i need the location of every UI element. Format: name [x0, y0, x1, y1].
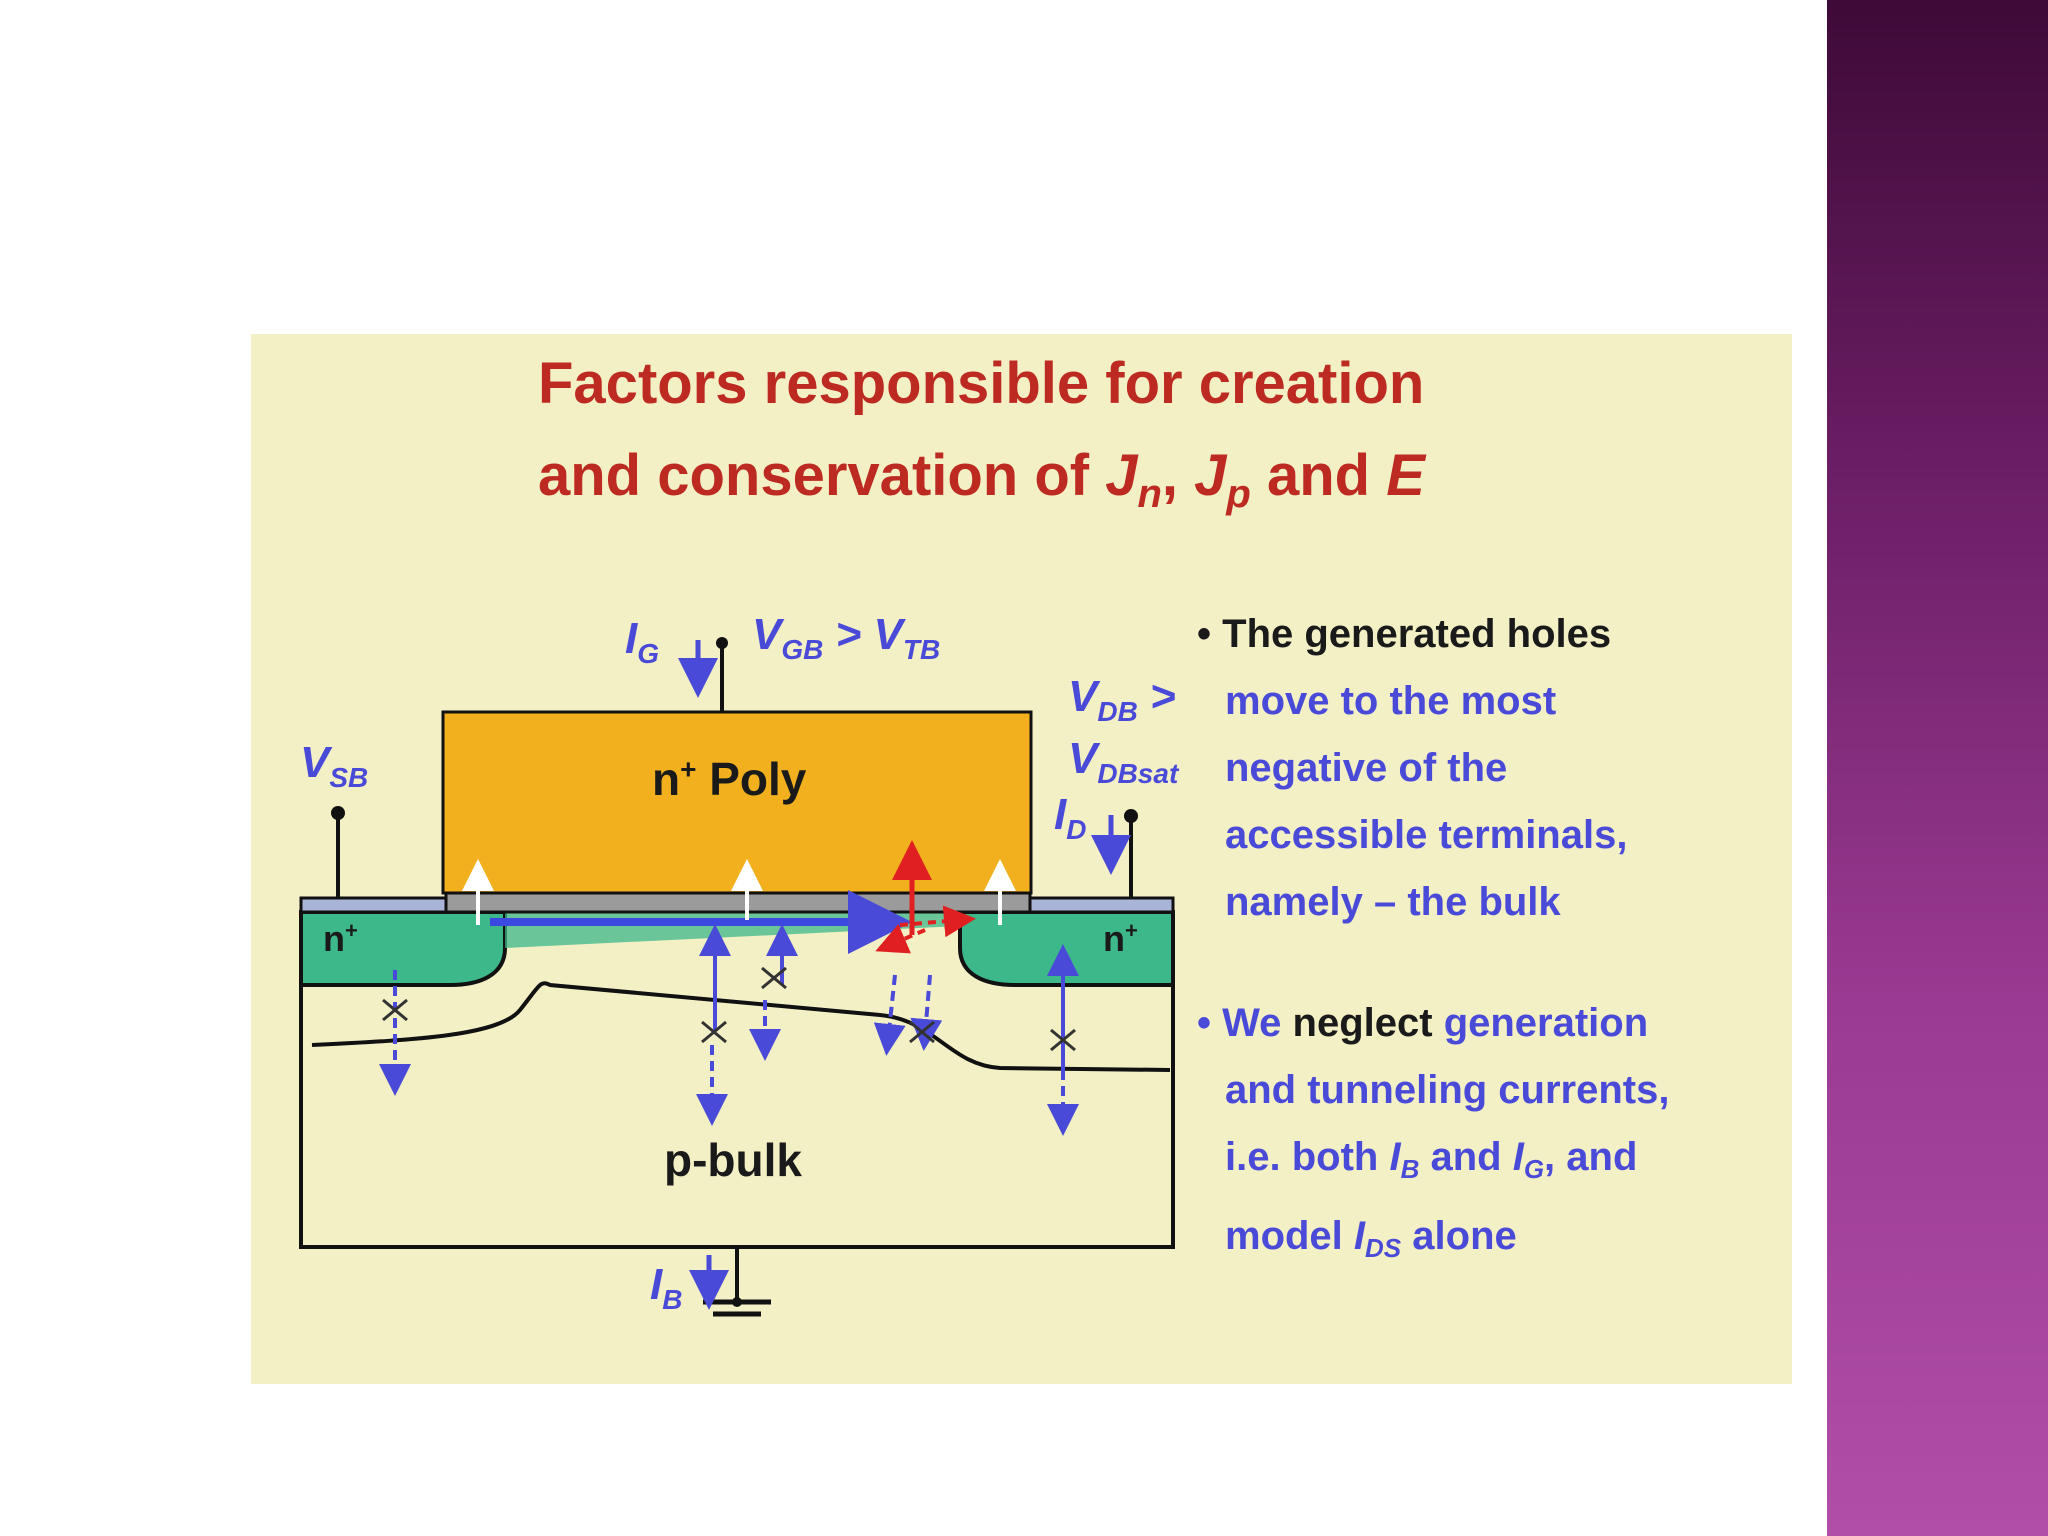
- bulk-label: p-bulk: [664, 1134, 802, 1186]
- bullet-1-line5: namely – the bulk: [1225, 880, 1561, 924]
- source-diffusion: [299, 910, 507, 987]
- vgb-label: VGB > VTB: [752, 610, 941, 665]
- vsb-label: VSB: [300, 738, 369, 793]
- vdb-label: VDB >: [1068, 672, 1176, 727]
- bullet-2-line1: • We neglect generation: [1197, 1001, 1649, 1045]
- slide-title-line2: and conservation of Jn, Jp and E: [538, 443, 1425, 516]
- bullet-2-line4: model IDS alone: [1225, 1214, 1517, 1263]
- bullet-1: • The generated holes move to the most n…: [1197, 601, 1628, 936]
- vdbsat-label: VDBsat: [1068, 734, 1179, 789]
- drain-diffusion: [958, 910, 1175, 987]
- bullet-2-line2: and tunneling currents,: [1225, 1068, 1670, 1112]
- slide-title-line1: Factors responsible for creation: [538, 351, 1425, 416]
- ib-label: IB: [650, 1260, 683, 1315]
- source-contact: [299, 896, 448, 914]
- decorative-sidebar: [1827, 0, 2048, 1536]
- source-label: n+: [323, 918, 358, 959]
- drain-label: n+: [1103, 918, 1138, 959]
- ig-label: IG: [625, 614, 660, 669]
- gate-oxide: [444, 891, 1032, 914]
- depletion-boundary: [311, 981, 1171, 1072]
- bullet-1-line3: negative of the: [1225, 746, 1508, 790]
- bullet-1-line4: accessible terminals,: [1225, 813, 1628, 857]
- bulk-outline: [299, 985, 1175, 1249]
- bullet-1-line1: • The generated holes: [1197, 612, 1612, 656]
- drain-contact: [1028, 896, 1175, 914]
- id-label: ID: [1054, 790, 1087, 845]
- poly-label: n+ Poly: [652, 753, 807, 805]
- bullet-2-line3: i.e. both IB and IG, and: [1225, 1135, 1638, 1184]
- bullet-1-line2: move to the most: [1225, 679, 1557, 723]
- bullet-2: • We neglect generation and tunneling cu…: [1197, 990, 1670, 1282]
